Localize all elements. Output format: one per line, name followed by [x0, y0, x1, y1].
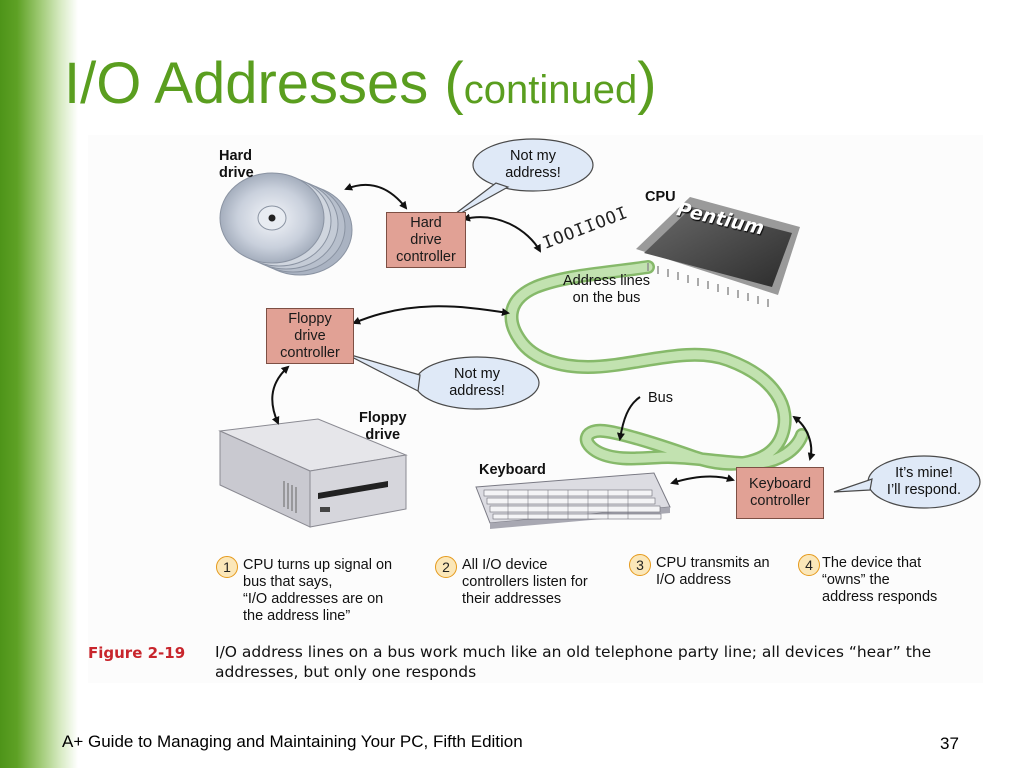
connector-arrows	[271, 183, 816, 486]
cpu-chip-icon	[636, 197, 800, 307]
side-accent-bar	[0, 0, 78, 768]
title-continued: continued	[463, 68, 638, 112]
title-close: )	[637, 51, 657, 116]
hard-drive-label: Hard drive	[219, 148, 254, 181]
keyboard-label: Keyboard	[479, 462, 546, 478]
step-3-number: 3	[629, 554, 651, 576]
figure-label: Figure 2-19	[88, 644, 186, 662]
slide-title: I/O Addresses (continued)	[64, 50, 657, 124]
figure-caption: I/O address lines on a bus work much lik…	[215, 643, 932, 681]
step-3-text: CPU transmits an I/O address	[656, 555, 770, 588]
address-lines-label: Address lines on the bus	[563, 273, 651, 306]
diagram-graphics	[218, 138, 981, 529]
page-number: 37	[940, 734, 959, 753]
keyboard-controller: Keyboard controller	[736, 467, 824, 519]
keyboard-icon	[475, 472, 671, 529]
hard-drive-icon	[219, 172, 353, 276]
step-1-number: 1	[216, 556, 238, 578]
step-2-number: 2	[435, 556, 457, 578]
footer-book-title: A+ Guide to Managing and Maintaining You…	[62, 732, 523, 751]
floppy-bubble-text: Not my address!	[449, 366, 505, 399]
figure: Hard drive CPU Pentium IOOIIOOI Address …	[88, 135, 983, 683]
floppy-drive-controller: Floppy drive controller	[266, 308, 354, 364]
step-4-number: 4	[798, 554, 820, 576]
step-1-text: CPU turns up signal on bus that says, “I…	[243, 557, 393, 624]
hard-drive-controller: Hard drive controller	[386, 212, 466, 268]
bus-loop	[504, 260, 809, 471]
step-2-text: All I/O device controllers listen for th…	[462, 557, 588, 607]
speech-bubbles	[343, 138, 981, 509]
floppy-drive-icon	[218, 418, 408, 528]
floppy-drive-label: Floppy drive	[359, 410, 407, 443]
cpu-label: CPU	[645, 189, 676, 205]
step-4-text: The device that “owns” the address respo…	[822, 555, 938, 605]
title-main: I/O Addresses (	[64, 51, 464, 116]
keyboard-bubble-text: It’s mine! I’ll respond.	[886, 465, 962, 498]
bus-label: Bus	[648, 390, 673, 406]
hard-drive-bubble-text: Not my address!	[505, 148, 561, 181]
